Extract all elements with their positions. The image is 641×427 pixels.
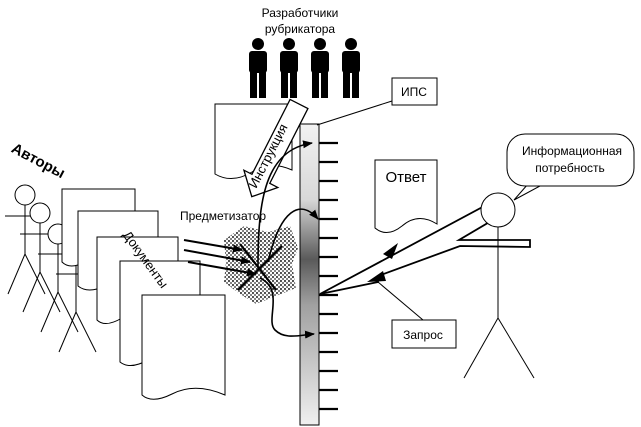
- developer-figure-2: [280, 38, 298, 98]
- author-figure-1: [5, 184, 46, 295]
- developers-group: [249, 38, 360, 98]
- answer-label: Ответ: [385, 169, 426, 186]
- request-callout-box: [391, 319, 457, 349]
- developer-figure-4: [342, 38, 360, 98]
- information-need-label-line1: Информационная: [522, 144, 622, 158]
- request-callout-pointer: [377, 281, 424, 321]
- ips-callout-pointer: [316, 100, 393, 126]
- indexer-to-scale-arrows: [257, 140, 319, 339]
- indexer-cross: [237, 243, 283, 291]
- developer-figure-1: [249, 38, 267, 98]
- answer-direction-arrowhead: [383, 243, 398, 259]
- document-page-5: [141, 294, 226, 400]
- scale-ticks: [319, 141, 338, 411]
- authors-label: Авторы: [8, 140, 67, 182]
- ips-label: ИПС: [401, 85, 427, 99]
- information-need-label-line2: потребность: [535, 161, 605, 175]
- documents-to-indexer-arrows: [183, 239, 257, 277]
- author-figure-2: [20, 202, 61, 313]
- user-figure: [463, 192, 535, 379]
- request-direction-arrowhead: [367, 271, 386, 282]
- request-label: Запрос: [403, 328, 443, 342]
- ips-callout-box: [391, 77, 438, 106]
- developer-figure-3: [311, 38, 329, 98]
- instruction-arrow: [242, 98, 309, 198]
- information-need-bubble: [506, 133, 635, 187]
- indexer-label: Предметизатор: [180, 209, 266, 223]
- developers-label-line2: рубрикатора: [265, 22, 336, 36]
- indexer-blob: [224, 226, 298, 304]
- documents-stack: [61, 188, 226, 400]
- answer-document: [374, 159, 438, 233]
- developers-label-line1: Разработчики: [262, 6, 339, 20]
- rubricator-scale: [299, 123, 320, 426]
